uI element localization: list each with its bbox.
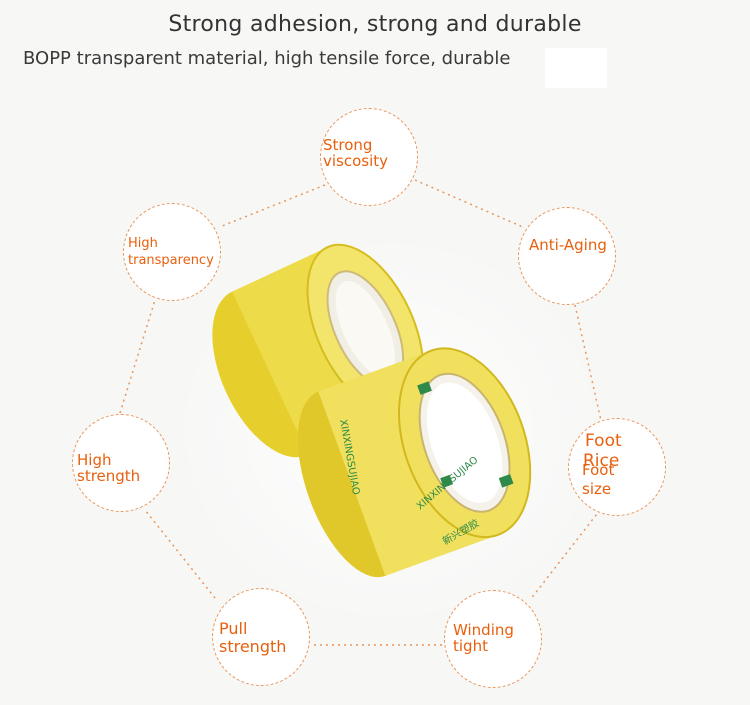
feature-pull-strength: Pull strength [212,588,310,686]
feature-label: tight [453,637,488,655]
page-title: Strong adhesion, strong and durable [168,12,582,37]
feature-label: High [77,451,112,469]
feature-label: Anti-Aging [529,236,607,254]
blank-patch [545,48,607,88]
feature-winding-tight: Winding tight [444,590,542,688]
feature-anti-aging: Anti-Aging [518,207,616,305]
feature-label: Pull [219,619,248,638]
feature-high-strength: High strength [72,414,170,512]
feature-label: Foot [585,431,622,451]
page-subtitle: BOPP transparent material, high tensile … [23,48,511,69]
feature-label: viscosity [323,152,389,170]
feature-label: Winding [453,621,514,639]
feature-strong-viscosity: Strong viscosity [320,108,418,206]
feature-foot-size: Foot Rice Foot size [568,418,666,516]
feature-label: size [582,480,612,498]
feature-high-transparency: High transparency [123,203,221,301]
feature-label: Rice [583,451,620,471]
feature-label: strength [219,637,287,656]
feature-label: High [128,236,158,251]
feature-label: Strong [323,136,373,154]
feature-label: transparency [128,253,214,268]
feature-label: Foot [582,461,615,479]
feature-label: strength [77,467,141,485]
